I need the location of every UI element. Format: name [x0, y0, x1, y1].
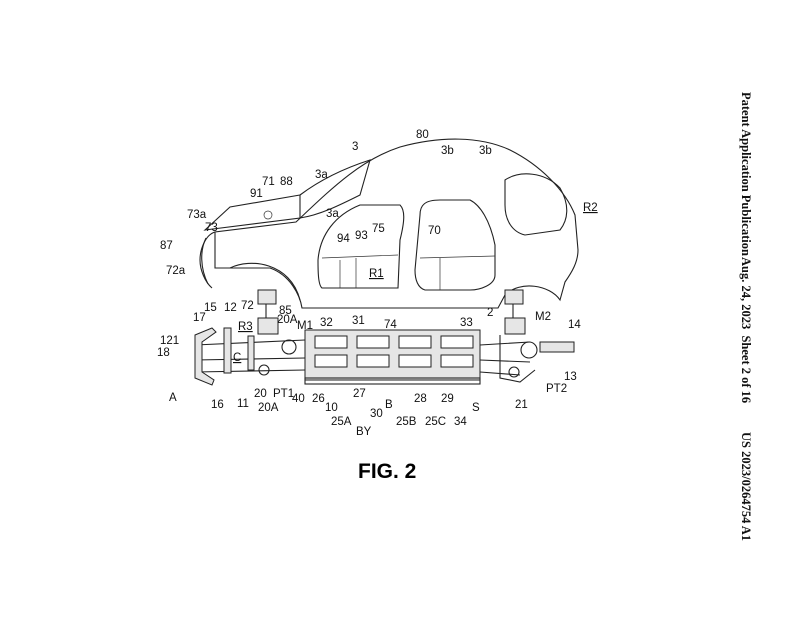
ref-label: R1	[369, 268, 384, 280]
ref-label: 88	[280, 176, 293, 188]
ref-label: 25B	[396, 416, 417, 428]
publication-number: US 2023/0264754 A1	[739, 432, 753, 542]
ref-label: PT2	[546, 383, 567, 395]
ref-label: 87	[160, 240, 173, 252]
ref-label: 33	[460, 317, 473, 329]
ref-label: 3b	[479, 145, 492, 157]
ref-label: BY	[356, 426, 372, 438]
ref-label: S	[472, 402, 480, 414]
ref-label: 71	[262, 176, 275, 188]
ref-label: 75	[372, 223, 385, 235]
ref-label: 10	[325, 402, 338, 414]
ref-label: 94	[337, 233, 350, 245]
ref-label: 3a	[326, 208, 339, 220]
ref-label: 2	[487, 307, 493, 319]
ref-label: 72	[241, 300, 254, 312]
reference-labels: 80 3 3b 3b 3a 71 88 91 3a 75 94 93 70 73…	[157, 129, 598, 438]
ref-label: R2	[583, 202, 598, 214]
ref-label: 25C	[425, 416, 446, 428]
ref-label: PT1	[273, 388, 294, 400]
ref-label: 15	[204, 302, 217, 314]
ref-label: 27	[353, 388, 366, 400]
ref-label: 25A	[331, 416, 352, 428]
ref-label: A	[169, 392, 177, 404]
ref-label: C	[233, 352, 241, 364]
ref-label: 28	[414, 393, 427, 405]
ref-label: 3a	[315, 169, 328, 181]
ref-label: 73	[205, 222, 218, 234]
ref-label: 121	[160, 335, 179, 347]
ref-label: 20A	[258, 402, 279, 414]
publication-type: Patent Application Publication	[739, 92, 753, 256]
ref-label: 93	[355, 230, 368, 242]
ref-label: 34	[454, 416, 467, 428]
ref-label: 29	[441, 393, 454, 405]
ref-label: 17	[193, 312, 206, 324]
ref-label: 85	[279, 305, 292, 317]
ref-label: 20A	[277, 314, 298, 326]
ref-label: 11	[237, 398, 249, 410]
ref-label: M1	[297, 320, 313, 332]
ref-label: 72a	[166, 265, 186, 277]
ref-label: 3b	[441, 145, 454, 157]
ref-label: 80	[416, 129, 429, 141]
ref-label: M2	[535, 311, 551, 323]
ref-label: 13	[564, 371, 577, 383]
ref-label: 20	[254, 388, 267, 400]
vehicle-body-drawing	[199, 138, 579, 309]
ref-label: 26	[312, 393, 325, 405]
ref-label: R3	[238, 321, 253, 333]
chassis-drawing	[194, 289, 575, 386]
figure-caption: FIG. 2	[358, 460, 416, 483]
date-sheet: Aug. 24, 2023 Sheet 2 of 16	[739, 257, 753, 404]
ref-label: 14	[568, 319, 581, 331]
ref-label: 30	[370, 408, 383, 420]
ref-label: 91	[250, 188, 263, 200]
ref-label: 12	[224, 302, 237, 314]
ref-label: 3	[352, 141, 358, 153]
ref-label: 32	[320, 317, 333, 329]
ref-label: 74	[384, 319, 397, 331]
ref-label: B	[385, 399, 393, 411]
ref-label: 40	[292, 393, 305, 405]
ref-label: 70	[428, 225, 441, 237]
ref-label: 73a	[187, 209, 207, 221]
ref-label: 21	[515, 399, 528, 411]
patent-header: Patent Application Publication Aug. 24, …	[733, 92, 753, 552]
ref-label: 31	[352, 315, 365, 327]
ref-label: 18	[157, 347, 170, 359]
ref-label: 16	[211, 399, 224, 411]
